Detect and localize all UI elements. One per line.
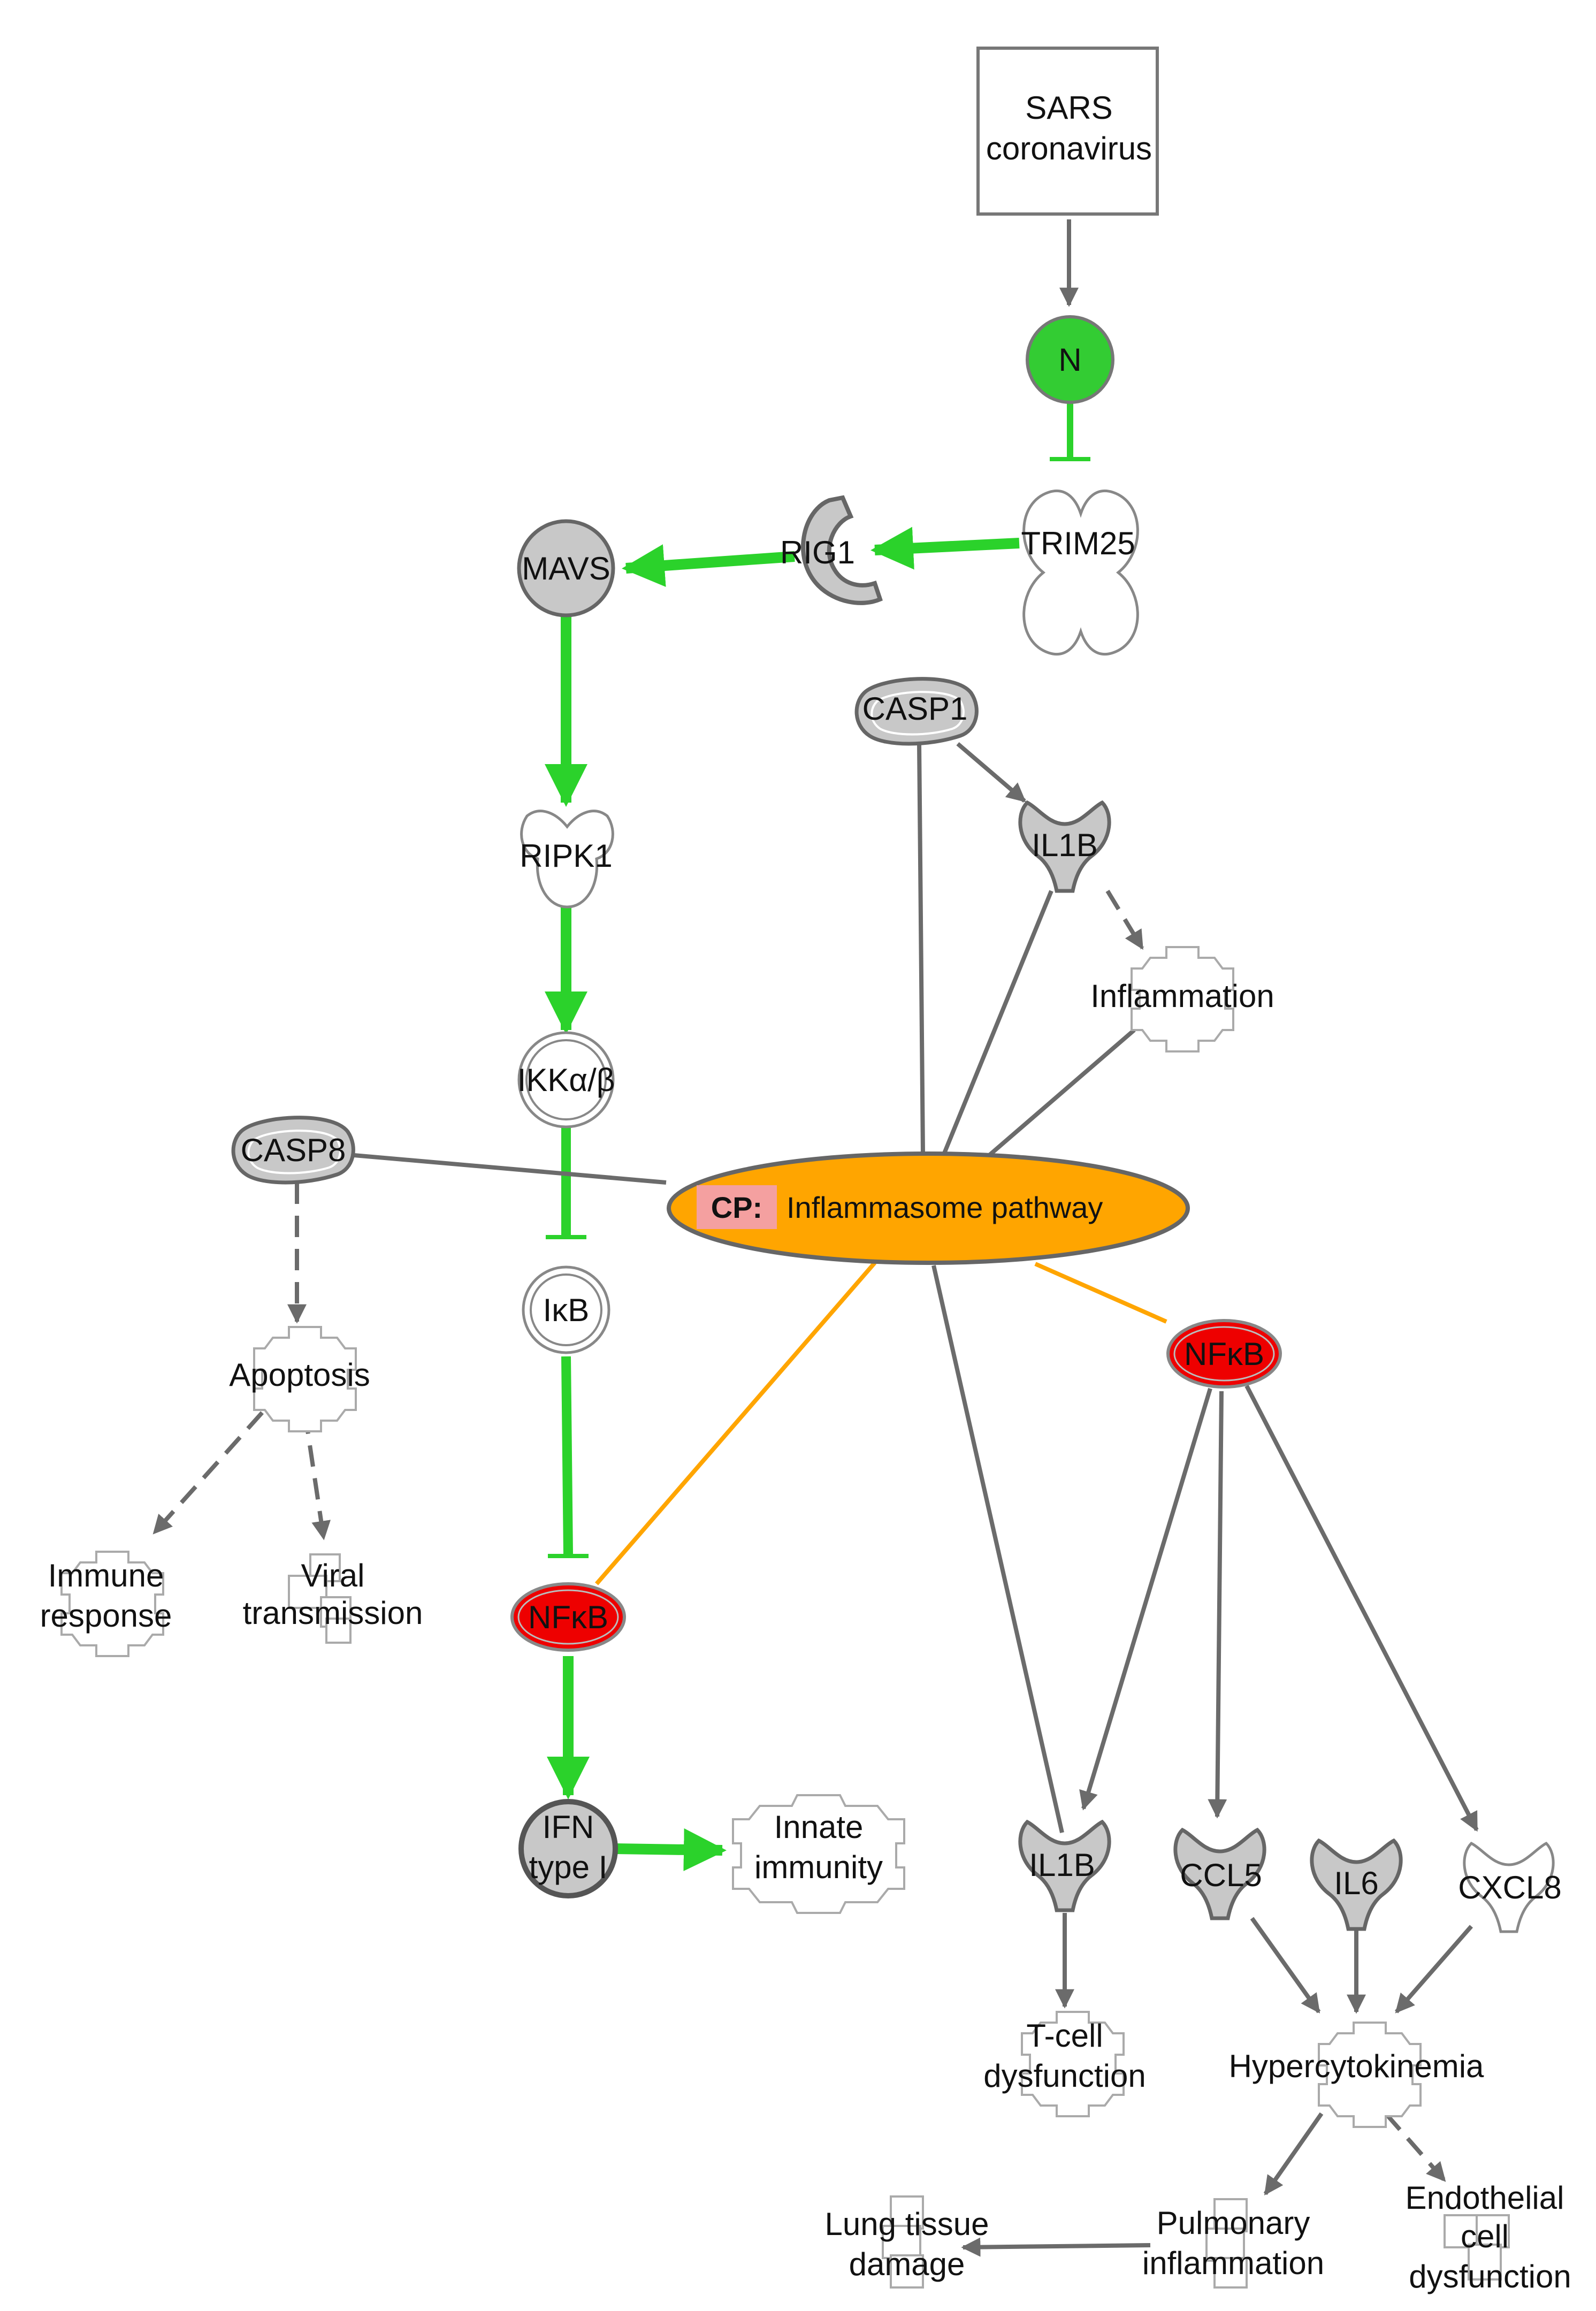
edge-hyper-endothelial — [1384, 2112, 1447, 2182]
edge-il1b-inflammation — [1105, 889, 1144, 950]
edge-ifn-innate — [615, 1828, 727, 1871]
node-cp-inflammasome-pathway[interactable]: CP: Inflammasome pathway — [667, 1151, 1190, 1265]
il1b-bottom-label: IL1B — [1029, 1847, 1095, 1883]
n-label: N — [1058, 342, 1081, 378]
il1b-top-label: IL1B — [1032, 827, 1097, 863]
edge-rig1-mavs — [622, 544, 795, 587]
viral-label-line1: Viral — [301, 1558, 365, 1593]
sars-label-line1: SARS — [1025, 90, 1112, 126]
node-tcell-dysfunction[interactable]: T-cell dysfunction — [983, 2011, 1146, 2117]
node-ikk[interactable]: IKKα/β — [517, 1031, 615, 1128]
node-ripk1[interactable]: RIPK1 — [520, 810, 614, 909]
nfkb-right-label: NFκB — [1184, 1336, 1264, 1372]
tcell-label-line1: T-cell — [1026, 2018, 1103, 2054]
node-ifn-type-i[interactable]: IFN type I — [518, 1799, 618, 1898]
node-casp8[interactable]: CASP8 — [231, 1116, 355, 1185]
sars-label-line2: coronavirus — [986, 131, 1152, 166]
node-cxcl8[interactable]: CXCL8 — [1458, 1841, 1562, 1933]
node-sars-coronavirus[interactable]: SARS coronavirus — [976, 47, 1159, 216]
edge-inflammation-cp — [988, 1028, 1136, 1157]
trim25-label: TRIM25 — [1021, 525, 1135, 561]
node-ccl5[interactable]: CCL5 — [1173, 1827, 1266, 1920]
innate-label-line2: immunity — [754, 1849, 883, 1885]
node-il1b-bottom[interactable]: IL1B — [1018, 1819, 1111, 1912]
il6-label: IL6 — [1334, 1865, 1378, 1901]
innate-label-line1: Innate — [774, 1809, 864, 1845]
edge-casp1-il1b — [956, 742, 1026, 803]
lung-label-line2: damage — [849, 2246, 965, 2282]
node-ikb[interactable]: IκB — [522, 1265, 610, 1354]
node-pulmonary-inflammation[interactable]: Pulmonary inflammation — [1142, 2198, 1324, 2289]
casp8-label: CASP8 — [241, 1132, 346, 1168]
cp-tag: CP: — [711, 1191, 762, 1224]
node-il6[interactable]: IL6 — [1310, 1838, 1403, 1931]
node-lung-tissue-damage[interactable]: Lung tissue damage — [825, 2195, 989, 2289]
immune-label-line1: Immune — [48, 1558, 164, 1593]
ikk-label: IKKα/β — [517, 1062, 615, 1098]
edge-il1bTop-cp — [942, 890, 1053, 1154]
edge-ccl5-hyper — [1250, 1917, 1321, 2013]
edge-casp8-cp — [347, 1153, 667, 1185]
edge-cp-il1bBottom — [931, 1265, 1064, 1833]
cxcl8-label: CXCL8 — [1458, 1870, 1561, 1905]
tcell-label-line2: dysfunction — [983, 2058, 1146, 2094]
edge-apoptosis-immune — [152, 1411, 264, 1535]
mavs-label: MAVS — [522, 551, 610, 586]
edge-cp-nfkbLeft — [594, 1261, 877, 1585]
node-nfkb-left[interactable]: NFκB — [510, 1582, 626, 1652]
edge-ikb-nfkb — [561, 1356, 573, 1555]
cp-tag-box — [697, 1185, 777, 1229]
node-inflammation[interactable]: Inflammation — [1090, 946, 1274, 1052]
ikb-label: IκB — [543, 1292, 590, 1328]
ifn-label-line2: type I — [529, 1849, 608, 1885]
ripk1-label: RIPK1 — [520, 838, 612, 874]
pulmonary-label-line1: Pulmonary — [1157, 2205, 1310, 2241]
endothelial-label-line3: dysfunction — [1409, 2259, 1571, 2294]
node-il1b-top[interactable]: IL1B — [1018, 800, 1111, 893]
ccl5-label: CCL5 — [1180, 1857, 1262, 1893]
node-mavs[interactable]: MAVS — [517, 519, 615, 617]
node-endothelial-cell-dysfunction[interactable]: Endothelial cell dysfunction — [1406, 2180, 1571, 2294]
edge-cxcl8-hyper — [1394, 1925, 1473, 2013]
viral-label-line2: transmission — [243, 1595, 423, 1631]
casp1-label: CASP1 — [862, 691, 968, 727]
edge-nfkbRight-cxcl8 — [1244, 1385, 1479, 1832]
apoptosis-label: Apoptosis — [229, 1357, 370, 1393]
lung-label-line1: Lung tissue — [825, 2206, 989, 2242]
ifn-label-line1: IFN — [543, 1809, 594, 1845]
node-innate-immunity[interactable]: Innate immunity — [732, 1794, 905, 1914]
node-n[interactable]: N — [1026, 315, 1114, 404]
pulmonary-label-line2: inflammation — [1142, 2245, 1324, 2281]
node-trim25[interactable]: TRIM25 — [1021, 489, 1139, 656]
node-casp1[interactable]: CASP1 — [854, 677, 979, 746]
nfkb-left-label: NFκB — [528, 1599, 608, 1635]
edge-pulmonary-lung — [961, 2237, 1151, 2257]
node-immune-response[interactable]: Immune response — [40, 1551, 172, 1657]
edge-hyper-pulmonary — [1263, 2112, 1324, 2195]
node-viral-transmission[interactable]: Viral transmission — [243, 1553, 423, 1644]
endothelial-label-line2: cell — [1461, 2218, 1509, 2254]
edge-nfkbRight-il1b — [1079, 1387, 1212, 1811]
endothelial-label-line1: Endothelial — [1406, 2180, 1564, 2216]
cp-label: Inflammasome pathway — [786, 1191, 1103, 1224]
edge-cp-nfkbRight — [1034, 1262, 1167, 1324]
hypercytokinemia-label: Hypercytokinemia — [1229, 2048, 1484, 2084]
node-rig1[interactable]: RIG1 — [780, 495, 883, 605]
edge-trim25-rig1 — [870, 527, 1020, 570]
edge-apoptosis-viral — [303, 1412, 331, 1540]
edges — [152, 219, 1479, 2257]
node-hypercytokinemia[interactable]: Hypercytokinemia — [1229, 2022, 1484, 2128]
node-apoptosis[interactable]: Apoptosis — [229, 1326, 370, 1432]
node-nfkb-right[interactable]: NFκB — [1166, 1319, 1282, 1389]
rig1-label: RIG1 — [780, 535, 855, 570]
edge-casp1-cp — [917, 743, 925, 1154]
edge-nfkbRight-ccl5 — [1208, 1391, 1227, 1819]
inflammation-label: Inflammation — [1090, 978, 1274, 1014]
immune-label-line2: response — [40, 1598, 172, 1634]
